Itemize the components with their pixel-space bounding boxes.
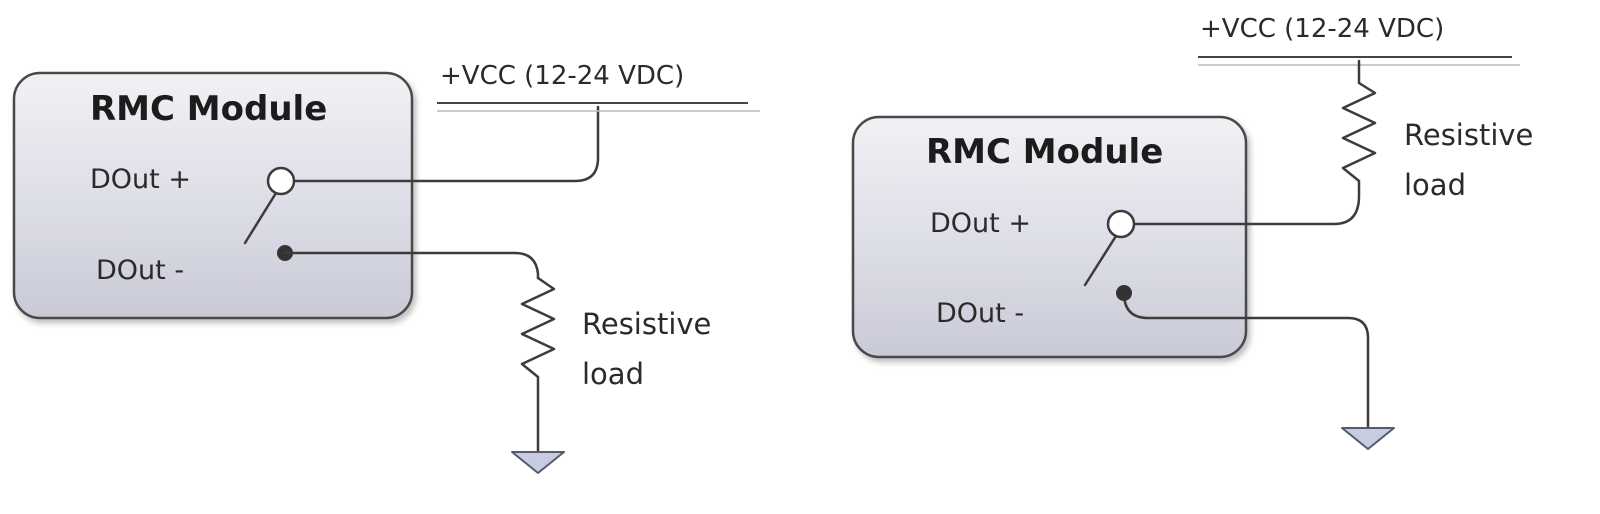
rmc-module-box — [851, 115, 1248, 359]
circuit-low-side-load: RMC Module DOut + DOut - +VCC (12-24 VDC… — [12, 61, 760, 474]
switch-blade — [1083, 234, 1118, 287]
module-title: RMC Module — [926, 132, 1163, 172]
ground-symbol — [511, 451, 565, 474]
dout-plus-terminal — [266, 166, 296, 196]
circuit-high-side-load: RMC Module DOut + DOut - +VCC (12-24 VDC… — [851, 14, 1533, 450]
ground-wire — [1122, 291, 1370, 430]
dout-minus-terminal — [1116, 285, 1132, 301]
dout-minus-label: DOut - — [936, 298, 1024, 329]
dout-plus-label: DOut + — [930, 208, 1031, 239]
supply-wire — [293, 105, 600, 183]
load-label-line1: Resistive — [582, 307, 711, 341]
vcc-label: +VCC (12-24 VDC) — [440, 61, 684, 91]
ground-symbol — [1341, 427, 1395, 450]
rmc-module-box — [12, 71, 414, 320]
load-label-line1: Resistive — [1404, 118, 1533, 152]
load-label-line2: load — [582, 357, 644, 391]
module-title: RMC Module — [90, 89, 327, 129]
dout-plus-terminal — [1106, 209, 1136, 239]
resistor-symbol — [1133, 59, 1377, 226]
dout-minus-label: DOut - — [96, 255, 184, 286]
vcc-label: +VCC (12-24 VDC) — [1200, 14, 1444, 44]
dout-plus-label: DOut + — [90, 164, 191, 195]
load-wire — [283, 251, 540, 280]
switch-blade — [243, 191, 278, 245]
load-label-line2: load — [1404, 168, 1466, 202]
resistor-symbol — [520, 276, 556, 454]
